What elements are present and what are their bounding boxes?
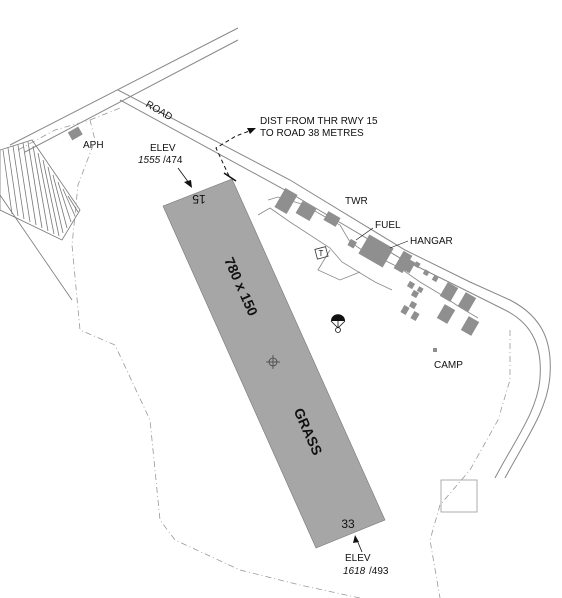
elev-bottom-label: ELEV: [345, 553, 371, 564]
aerodrome-boundary: [17, 107, 511, 598]
hatch-line: [62, 188, 76, 217]
hangar-label: HANGAR: [410, 236, 453, 247]
parachute-canopy: [331, 314, 345, 321]
building: [402, 258, 416, 274]
threshold-tick: [223, 172, 237, 182]
aph-label: APH: [83, 140, 104, 151]
building: [460, 316, 480, 336]
elevation-threshold-15: ELEV 1555 /474: [138, 143, 192, 188]
building: [410, 289, 420, 299]
buildings: [274, 187, 480, 352]
tower-building: [274, 187, 298, 215]
building: [413, 261, 421, 269]
elev-top-label: ELEV: [150, 143, 176, 154]
elev-top-m: /474: [163, 155, 183, 166]
hangar-building: [358, 234, 394, 268]
t-marker-label: T: [319, 249, 324, 258]
elev-top-leader: [177, 167, 190, 184]
runway-33-number: 33: [341, 517, 355, 531]
camp-boundary-box: [440, 479, 478, 513]
elev-bottom-ft: 1618: [343, 566, 366, 577]
building: [410, 311, 420, 321]
runway-centre-marker: [266, 355, 280, 369]
hatch-line: [52, 174, 68, 229]
road: [9, 27, 551, 479]
apron-inner: [317, 249, 361, 281]
hatched-area: [0, 139, 81, 301]
distance-note-line2: TO ROAD 38 METRES: [260, 128, 364, 139]
apron-taxiway: [257, 207, 393, 291]
runway-15-number: 15: [192, 192, 206, 206]
runway-surface: [162, 178, 386, 549]
distance-leader: [215, 129, 253, 177]
parachute-jumper: [335, 327, 341, 333]
building: [433, 348, 437, 352]
building: [408, 300, 418, 310]
building: [422, 269, 430, 277]
building: [439, 282, 459, 302]
road-label: ROAD: [144, 99, 175, 123]
hatch-line: [7, 147, 19, 217]
boundary-north: [89, 107, 121, 121]
hatch-line: [67, 195, 79, 213]
t-marker-box: [314, 246, 329, 260]
distance-arrowhead: [247, 128, 256, 134]
elev-bottom-arrowhead: [353, 535, 359, 543]
fuel-building: [347, 238, 357, 249]
road-edge-lower: [24, 39, 239, 153]
distance-note-line1: DIST FROM THR RWY 15: [260, 116, 378, 127]
building: [436, 304, 456, 324]
hatch-line: [12, 145, 25, 220]
fuel-label: FUEL: [375, 220, 401, 231]
building: [457, 292, 477, 312]
main-road-lower: [119, 99, 541, 479]
aph-building-shape: [67, 126, 83, 141]
building: [400, 305, 410, 315]
building: [323, 211, 341, 227]
tower-label: TWR: [345, 196, 368, 207]
hatched-area-outline: [0, 139, 81, 241]
hatch-line: [22, 142, 37, 226]
hangar-leader: [389, 240, 409, 249]
building: [431, 275, 439, 283]
parachute-icon: [330, 314, 346, 333]
building: [416, 286, 424, 294]
parachute-line: [337, 320, 346, 329]
landing-t-marker: T: [314, 246, 329, 260]
hatch-line: [17, 144, 31, 223]
main-road-upper: [117, 89, 551, 479]
hatch-line: [32, 145, 49, 232]
hatch-line: [47, 166, 64, 234]
elev-top-ft: 1555: [138, 155, 161, 166]
boundary-west: [17, 119, 361, 598]
road-edge-upper: [9, 27, 239, 146]
aph-building: APH: [67, 126, 104, 151]
threshold-distance-callout: DIST FROM THR RWY 15 TO ROAD 38 METRES: [215, 116, 378, 182]
hatched-area-divider: [0, 194, 73, 301]
parachute-line: [330, 320, 339, 329]
fuel-leader: [355, 227, 374, 241]
elev-bottom-m: /493: [369, 566, 389, 577]
elevation-threshold-33: ELEV 1618 /493: [343, 535, 389, 577]
camp-label: CAMP: [434, 360, 463, 371]
building: [406, 280, 416, 290]
hatch-line: [2, 149, 13, 215]
building: [295, 200, 317, 222]
hatch-line: [42, 159, 60, 237]
elev-top-arrowhead: [184, 180, 192, 188]
hatch-line: [37, 152, 55, 235]
hatch-line: [57, 181, 72, 223]
building: [393, 250, 413, 274]
runway: 15 33 780 x 150 GRASS: [162, 178, 386, 549]
hatch-line: [27, 141, 43, 229]
